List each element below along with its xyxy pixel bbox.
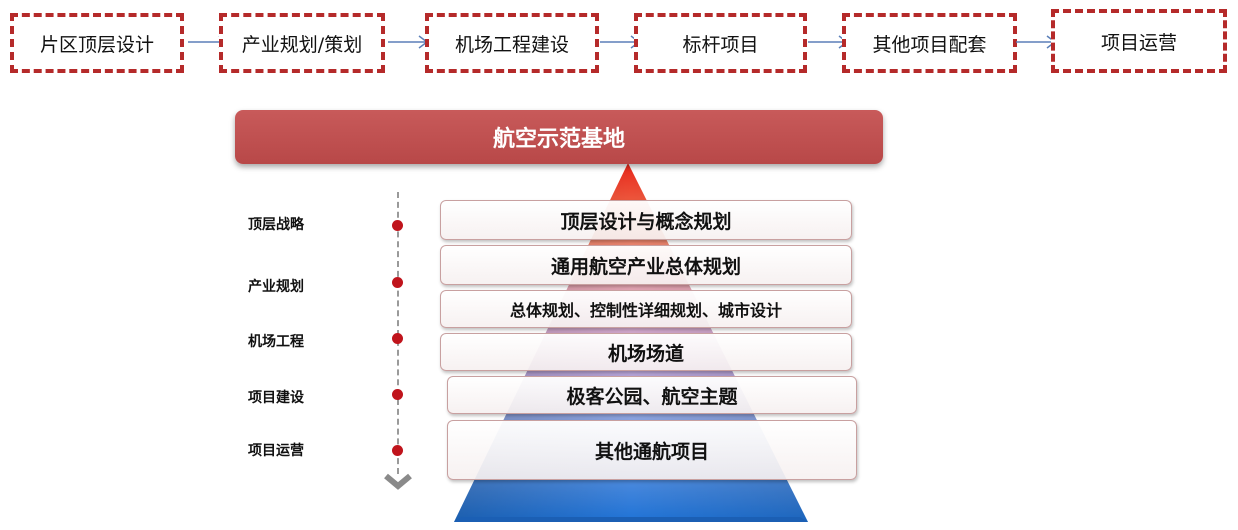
- flow-step-industry-planning: 产业规划/策划: [219, 13, 385, 73]
- pyramid-layer-airfield: 机场场道: [440, 333, 852, 371]
- flow-step-operation: 项目运营: [1051, 9, 1227, 73]
- pyramid-layer-top-design: 顶层设计与概念规划: [440, 200, 852, 240]
- stage-label-project-operation: 项目运营: [248, 443, 304, 459]
- stage-label-top-strategy: 顶层战略: [248, 217, 304, 233]
- timeline-dot: [392, 389, 403, 400]
- banner-title: 航空示范基地: [235, 110, 883, 164]
- flow-step-airport-construction: 机场工程建设: [425, 13, 599, 73]
- flow-step-other-supporting: 其他项目配套: [842, 13, 1017, 73]
- stage-label-project-construction: 项目建设: [248, 390, 304, 406]
- timeline-dot: [392, 277, 403, 288]
- stage-label-industry-planning: 产业规划: [248, 279, 304, 295]
- chevron-down-icon: [384, 473, 412, 490]
- timeline-dot: [392, 220, 403, 231]
- timeline-dot: [392, 445, 403, 456]
- pyramid-layer-other-projects: 其他通航项目: [447, 420, 857, 480]
- flow-step-top-design: 片区顶层设计: [10, 13, 184, 73]
- stage-label-airport-engineering: 机场工程: [248, 334, 304, 350]
- timeline-dot: [392, 333, 403, 344]
- pyramid-layer-detailed-plan: 总体规划、控制性详细规划、城市设计: [440, 290, 852, 328]
- pyramid-layer-geek-park: 极客公园、航空主题: [447, 376, 857, 414]
- pyramid-layer-industry-plan: 通用航空产业总体规划: [440, 245, 852, 285]
- flow-step-benchmark-project: 标杆项目: [634, 13, 807, 73]
